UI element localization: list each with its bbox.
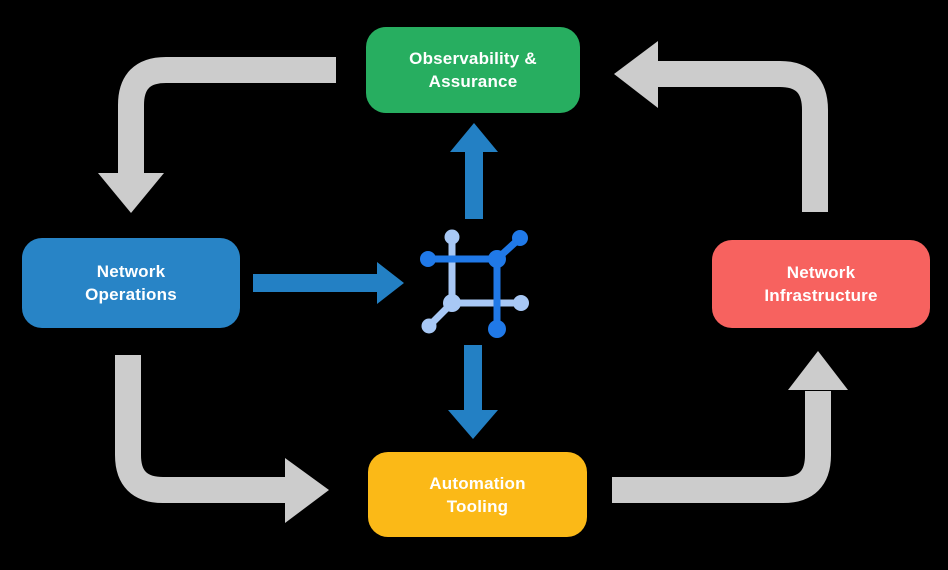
arrow-elbow: [115, 355, 286, 503]
node-label: Automation Tooling: [429, 473, 526, 516]
icon-node-bottom-left-joint: [443, 294, 461, 312]
icon-node-left: [420, 251, 436, 267]
icon-node-bottom: [488, 320, 506, 338]
icon-node-top-right-joint: [488, 250, 506, 268]
arrow-head-down-icon: [98, 173, 164, 213]
arrow-elbow: [658, 61, 828, 212]
arrow-head-left-icon: [614, 41, 658, 108]
arrow-elbow: [118, 57, 336, 174]
cycle-arrow-operations-to-tooling: [115, 355, 329, 523]
flow-arrow-operations-to-icon: [253, 262, 404, 304]
icon-node-right: [513, 295, 529, 311]
node-label: Network Infrastructure: [764, 263, 878, 305]
node-label: Observability & Assurance: [409, 49, 537, 91]
icon-node-top: [444, 229, 460, 245]
arrow-head-right-icon: [377, 262, 404, 304]
flow-arrow-icon-to-tooling: [448, 345, 498, 439]
flow-arrow-icon-to-observability: [450, 123, 498, 219]
cycle-arrow-observability-to-operations: [98, 57, 336, 213]
arrow-head-up-icon: [450, 123, 498, 152]
icon-node-upper-right: [512, 230, 528, 246]
node-observability-assurance: Observability & Assurance: [366, 27, 580, 113]
cycle-arrow-tooling-to-infrastructure: [612, 351, 848, 503]
network-mesh-icon: [420, 229, 529, 338]
node-automation-tooling: Automation Tooling: [368, 452, 587, 537]
node-network-operations: Network Operations: [22, 238, 240, 328]
arrow-head-up-icon: [788, 351, 848, 390]
arrow-head-right-icon: [285, 458, 329, 523]
node-network-infrastructure: Network Infrastructure: [712, 240, 930, 328]
icon-node-lower-left: [421, 318, 437, 334]
arrow-elbow: [612, 391, 831, 503]
arrow-head-down-icon: [448, 410, 498, 439]
node-label: Network Operations: [85, 262, 177, 304]
cycle-arrow-infrastructure-to-observability: [614, 41, 828, 212]
